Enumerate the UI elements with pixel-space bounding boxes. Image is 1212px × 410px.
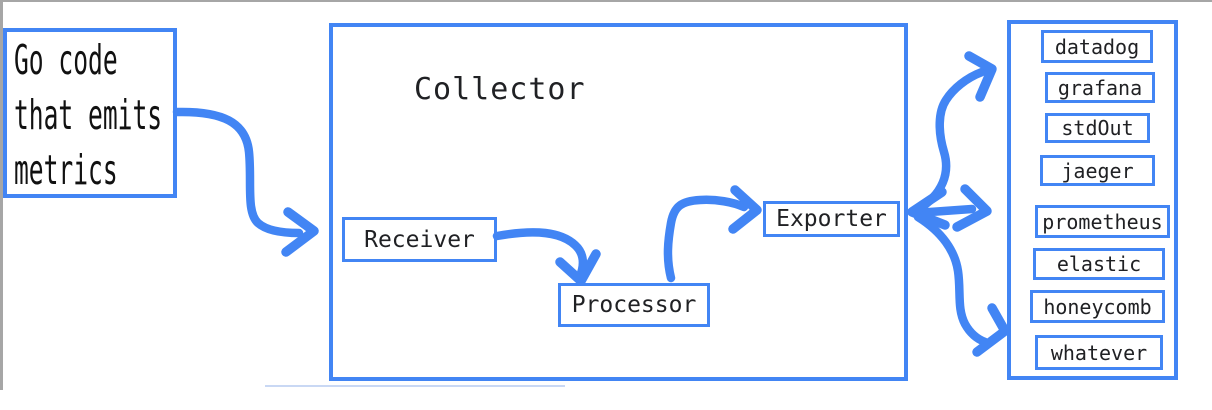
arrow-fork-left-head	[907, 187, 950, 230]
source-label: Go code that emits metrics	[14, 33, 162, 198]
source-line-1: Go code	[14, 36, 118, 84]
arrow-source-to-collector-line	[172, 107, 304, 238]
page-edge-left	[0, 0, 3, 390]
backend-item-whatever: whatever	[1035, 335, 1163, 370]
source-line-2: that emits	[14, 91, 163, 139]
arrow-fork-middle-line	[911, 204, 977, 218]
receiver-node: Receiver	[342, 217, 497, 262]
backend-item-elastic: elastic	[1033, 248, 1165, 280]
arrow-fork-top-line	[911, 67, 987, 216]
arrow-source-to-collector	[172, 107, 319, 257]
collector-title: Collector	[414, 72, 586, 107]
source-line-3: metrics	[14, 146, 118, 194]
backend-item-stdout: stdOut	[1045, 113, 1150, 143]
backend-item-prometheus: prometheus	[1035, 205, 1170, 238]
arrow-fork-top-head	[964, 51, 997, 102]
backend-item-jaeger: jaeger	[1040, 155, 1155, 186]
arrow-source-to-collector-head	[281, 207, 319, 257]
arrow-fork-middle-head	[952, 184, 992, 232]
arrow-exporter-fork	[907, 51, 1010, 357]
source-node	[3, 28, 177, 198]
arrow-fork-bottom-head	[972, 303, 1010, 357]
exporter-node: Exporter	[763, 201, 900, 237]
backend-item-datadog: datadog	[1041, 30, 1153, 63]
underline-artifact	[265, 385, 565, 387]
backend-item-honeycomb: honeycomb	[1030, 290, 1165, 323]
arrow-fork-bottom-line	[913, 212, 990, 347]
page-edge-top	[0, 0, 1212, 2]
backend-item-grafana: grafana	[1045, 72, 1155, 103]
processor-node: Processor	[558, 283, 710, 327]
